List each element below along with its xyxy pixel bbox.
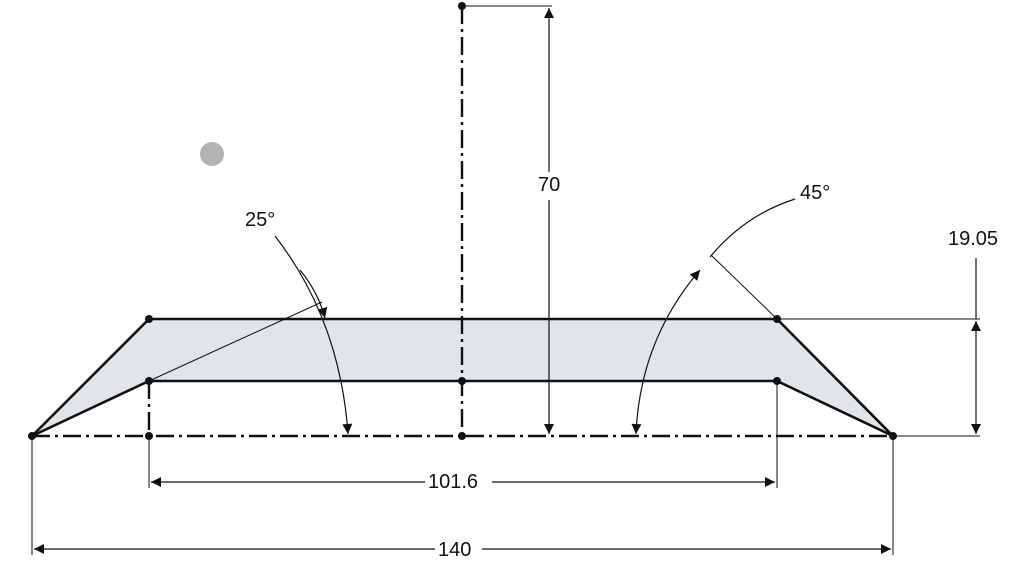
dim-25-arc[interactable]: [274, 235, 353, 435]
extension-lines: [31, 5, 980, 555]
dim-70-label[interactable]: 70: [536, 174, 563, 196]
dim-25-label[interactable]: 25°: [243, 209, 278, 231]
construction-lines[interactable]: [32, 6, 893, 438]
dim-45-arc[interactable]: [709, 198, 796, 258]
sketch-points[interactable]: [28, 2, 897, 440]
cursor-dot: [200, 142, 224, 166]
dim-45-label[interactable]: 45°: [798, 182, 833, 204]
dim-140-label[interactable]: 140: [436, 539, 474, 561]
dim-101-label[interactable]: 101.6: [426, 471, 481, 493]
dim-19-label[interactable]: 19.05: [946, 228, 1001, 250]
